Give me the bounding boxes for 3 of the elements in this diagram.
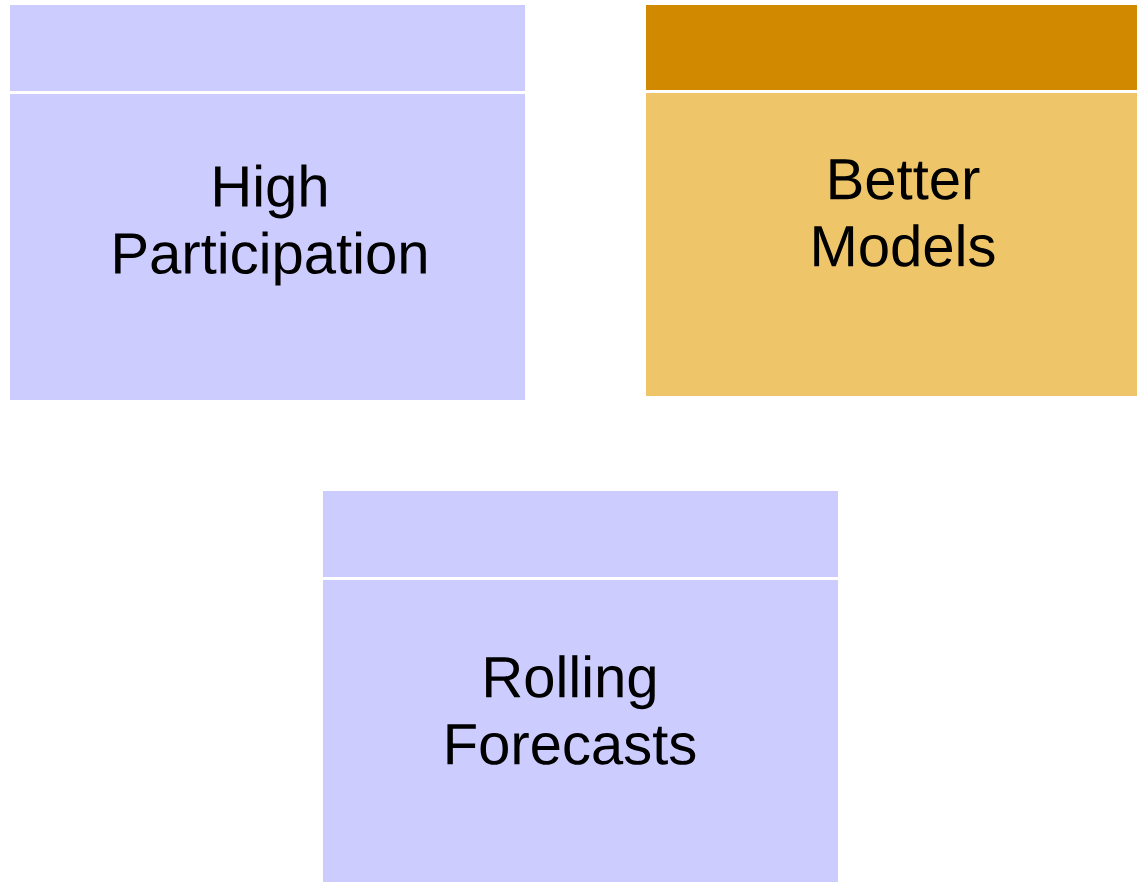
card-box: High Participation (10, 5, 525, 400)
card-box: Better Models (646, 5, 1137, 396)
card-box: Rolling Forecasts (323, 491, 838, 882)
